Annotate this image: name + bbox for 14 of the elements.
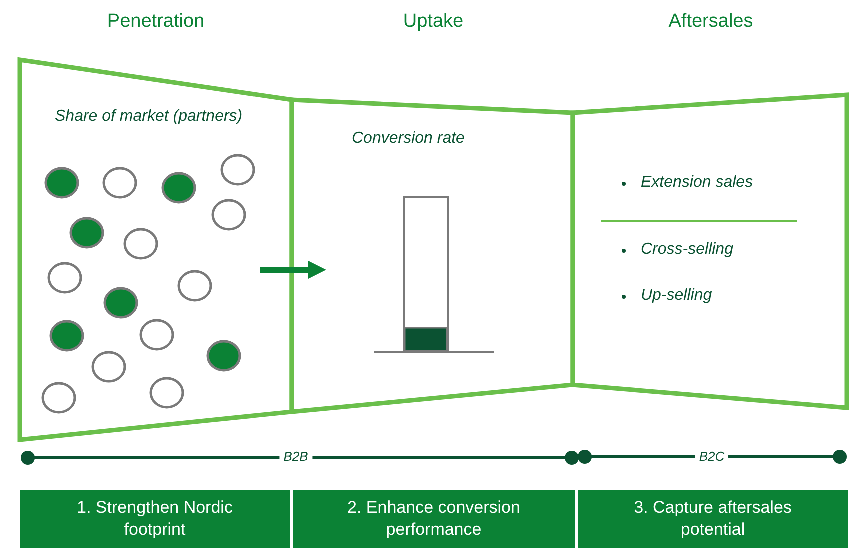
metric-label: Conversion rate xyxy=(352,130,465,148)
stage-heading: Penetration xyxy=(107,11,205,32)
stage-heading: Uptake xyxy=(403,11,464,32)
bullet-item: Cross-selling xyxy=(641,241,734,259)
metric-label: Share of market (partners) xyxy=(55,108,243,126)
bullet-item: Up-selling xyxy=(641,287,712,305)
stage-heading: Aftersales xyxy=(668,11,754,32)
step-banner: 2. Enhance conversion performance xyxy=(293,490,575,548)
step-banner: 3. Capture aftersales potential xyxy=(578,490,848,548)
arrow xyxy=(260,261,326,279)
segment-label: B2C xyxy=(695,449,729,464)
step-banner: 1. Strengthen Nordic footprint xyxy=(20,490,290,548)
segment-label: B2B xyxy=(280,449,312,464)
bullet-item: Extension sales xyxy=(641,174,754,192)
